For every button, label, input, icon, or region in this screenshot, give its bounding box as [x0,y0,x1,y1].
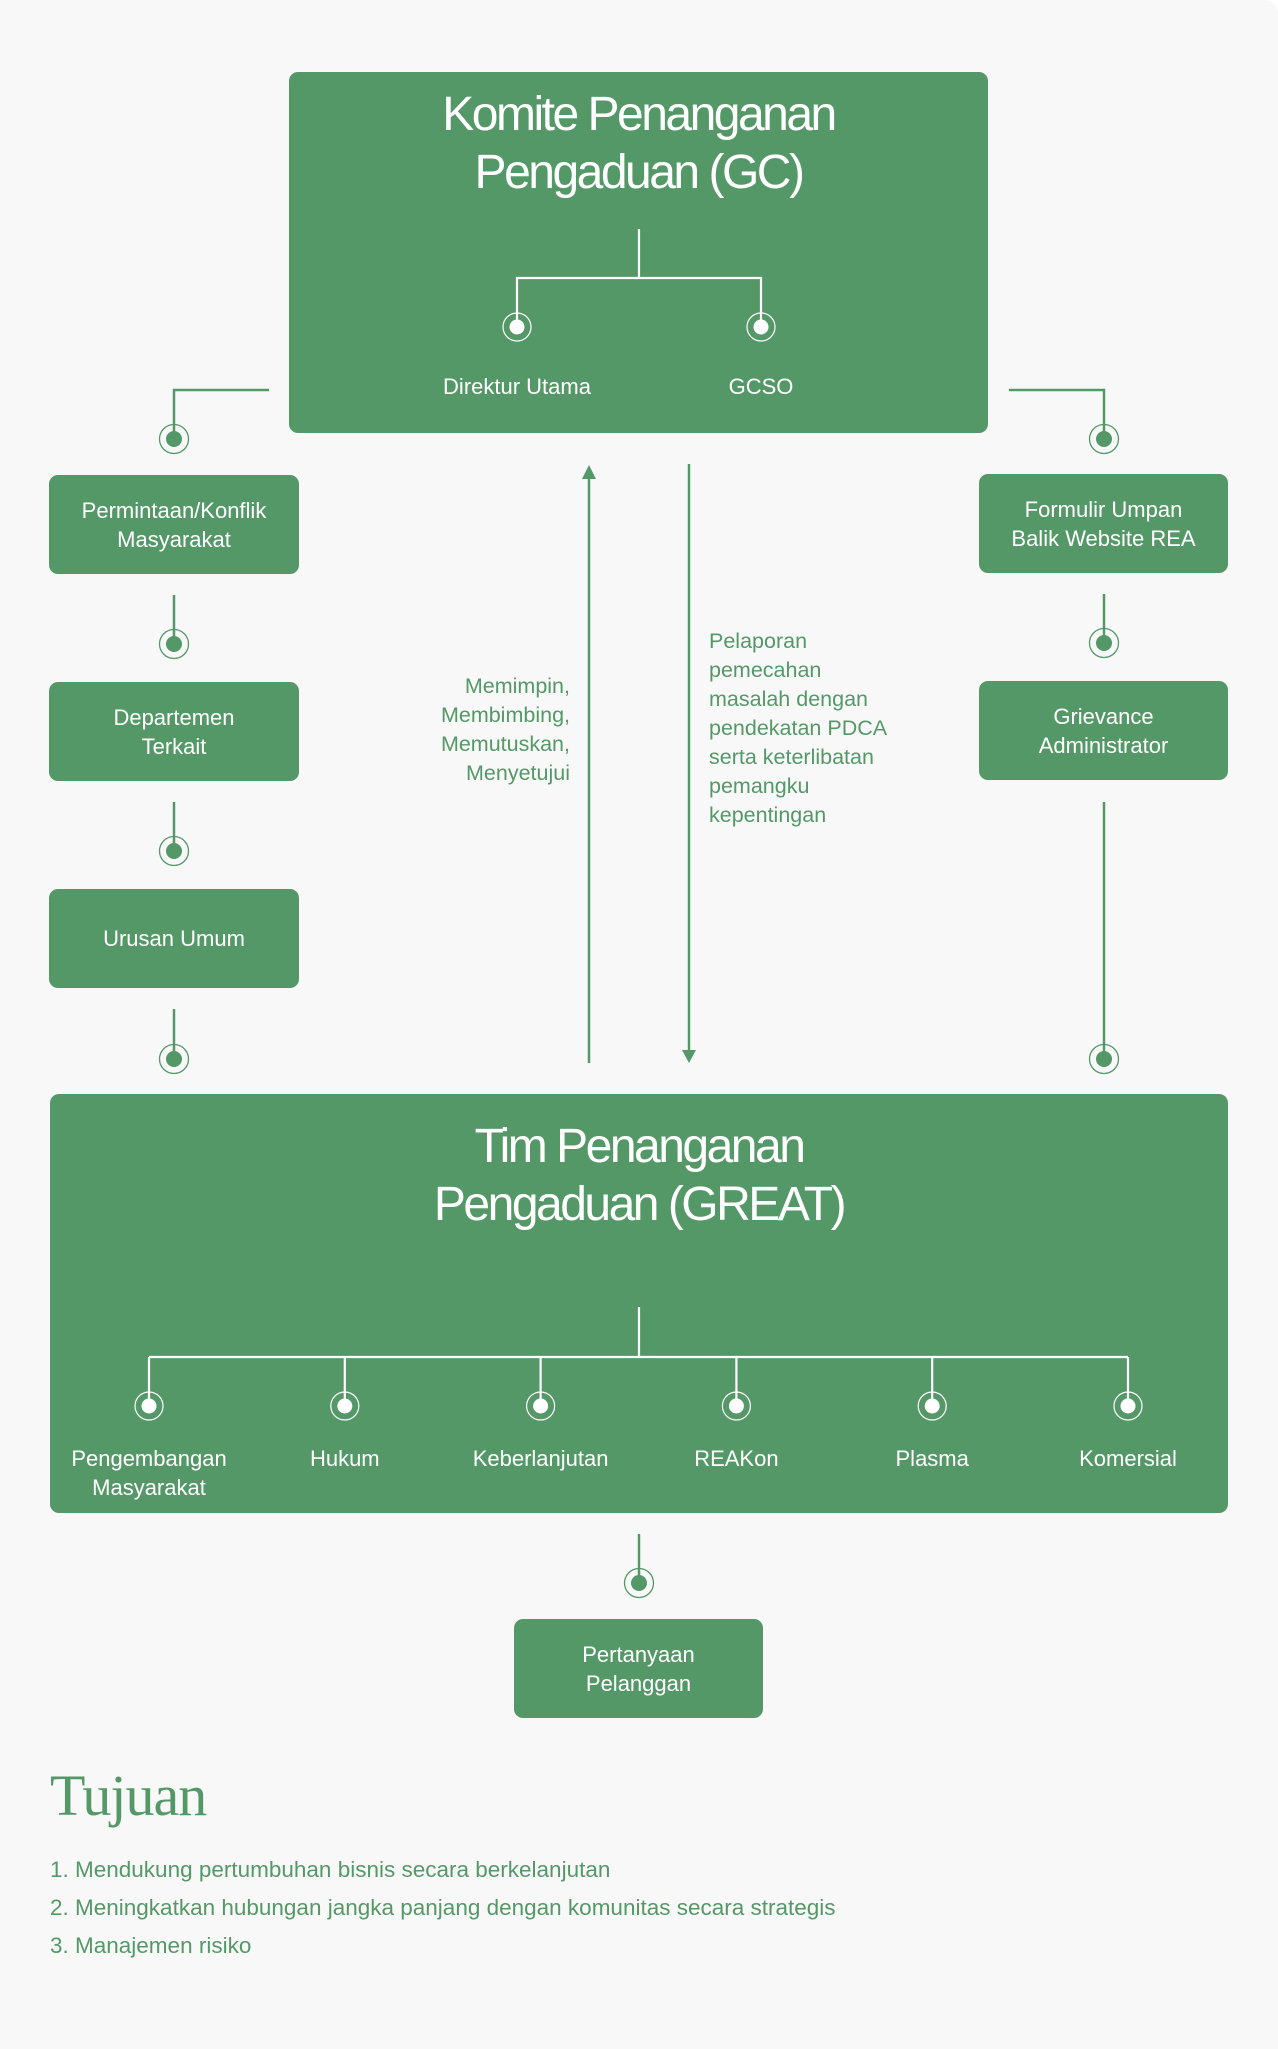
committee-box: Komite Penanganan Pengaduan (GC) Direktu… [289,72,988,433]
left-box-departemen-terkait: Departemen Terkait [49,682,299,781]
team-unit-label: REAKon [694,1446,779,1471]
node-icon [526,1391,556,1421]
goal-item: 1. Mendukung pertumbuhan bisnis secara b… [50,1857,611,1882]
node-icon [1113,1391,1143,1421]
node-icon [1088,1043,1120,1075]
team-box: Tim Penanganan Pengaduan (GREAT) Pengemb… [50,1094,1228,1513]
node-icon [721,1391,752,1421]
node-icon [158,423,190,455]
team-unit-label: Komersial [1079,1446,1177,1471]
left-box-label: Urusan Umum [103,926,245,951]
customer-inquiry-label: Pertanyaan Pelanggan [582,1641,695,1696]
node-icon [917,1391,947,1421]
team-unit-label: Pengembangan Masyarakat [71,1446,227,1500]
goals-list: 1. Mendukung pertumbuhan bisnis secara b… [50,1851,836,1965]
node-icon [1088,627,1120,659]
left-box-urusan-umum: Urusan Umum [49,889,299,988]
node-icon [502,312,532,342]
committee-member-direktur-utama: Direktur Utama [443,374,591,399]
flow-down-note: Pelaporan pemecahan masalah dengan pende… [709,629,888,827]
arrow-down-icon [682,1050,696,1063]
node-icon [746,312,776,342]
node-icon [134,1391,164,1421]
committee-tree [502,229,776,342]
left-box-label: Permintaan/Konflik Masyarakat [81,497,267,552]
committee-member-gcso: GCSO [728,374,794,399]
node-icon [623,1567,655,1599]
node-icon [158,1043,190,1075]
arrow-up-icon [582,465,596,479]
left-box-permintaan-konflik: Permintaan/Konflik Masyarakat [49,475,299,574]
team-tree [134,1307,1143,1421]
left-box-label: Departemen Terkait [113,704,235,759]
team-unit-label: Plasma [895,1446,969,1471]
connector-gc-to-right [1009,388,1106,439]
right-box-formulir-umpan-balik: Formulir Umpan Balik Website REA [979,474,1228,573]
committee-title: Komite Penanganan Pengaduan (GC) [442,88,837,199]
right-box-label: Formulir Umpan Balik Website REA [1011,496,1196,551]
goal-item: 2. Meningkatkan hubungan jangka panjang … [50,1895,836,1920]
team-title: Tim Penanganan Pengaduan (GREAT) [433,1120,847,1231]
node-icon [158,628,190,660]
connector-gc-to-left [172,388,269,439]
goals-title: Tujuan [50,1763,207,1828]
outer-nodes [158,423,1120,1599]
node-icon [330,1391,360,1421]
goal-item: 3. Manajemen risiko [50,1933,252,1958]
node-icon [158,835,190,867]
right-box-label: Grievance Administrator [1038,703,1169,758]
flow-up-note: Memimpin, Membimbing, Memutuskan, Menyet… [440,674,570,785]
right-box-grievance-administrator: Grievance Administrator [979,681,1228,780]
node-icon [1088,423,1120,455]
customer-inquiry-box: Pertanyaan Pelanggan [514,1619,763,1718]
team-unit-label: Hukum [309,1446,380,1471]
team-unit-label: Keberlanjutan [472,1446,609,1471]
